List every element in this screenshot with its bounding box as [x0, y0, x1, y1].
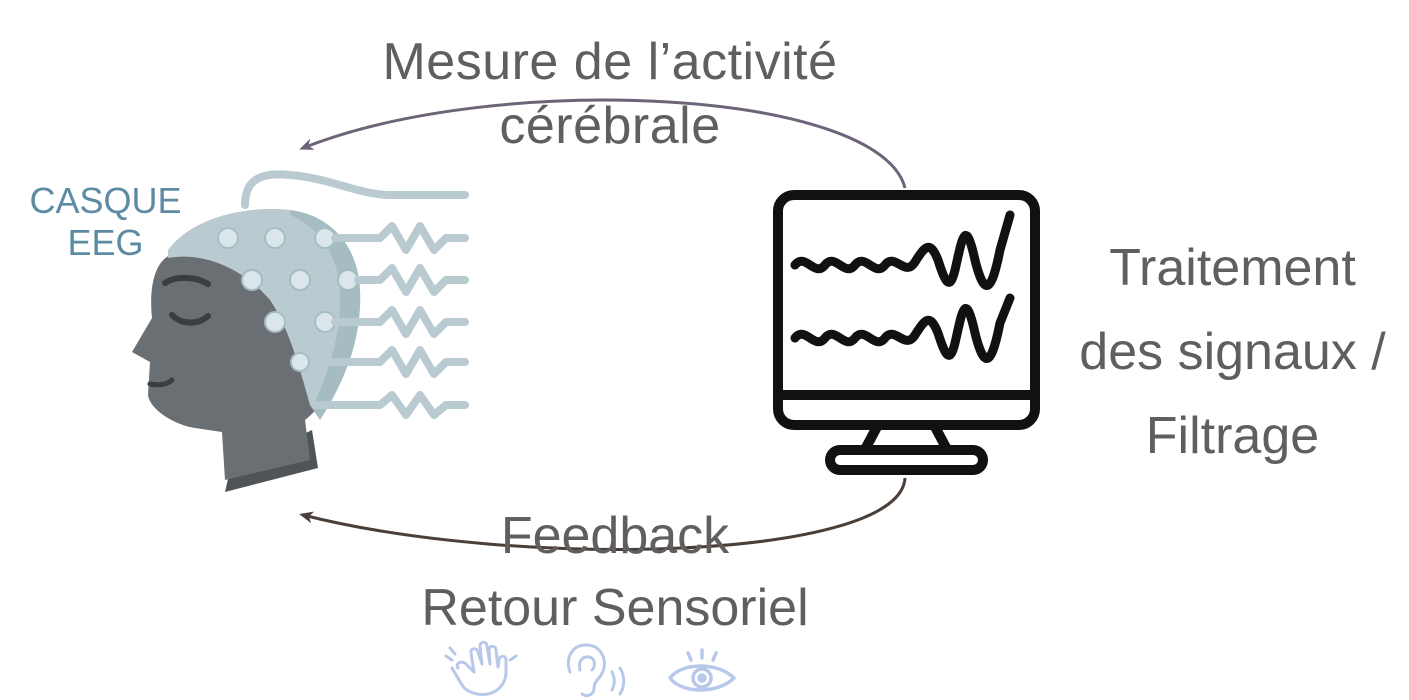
headset-label-line1: CASQUE	[29, 180, 182, 221]
head-with-eeg-cap-icon	[132, 170, 469, 492]
feedback-arrow	[299, 477, 907, 551]
feedback-label: Feedback Retour Sensoriel	[380, 500, 850, 644]
hand-icon	[444, 640, 518, 696]
feedback-label-line1: Feedback	[500, 507, 730, 565]
processing-label-line2: des signaux /	[1079, 323, 1386, 381]
feedback-label-line2: Retour Sensoriel	[421, 579, 809, 637]
processing-label: Traitement des signaux / Filtrage	[1060, 226, 1405, 478]
headset-label: CASQUE EEG	[18, 180, 193, 264]
eye-icon	[668, 648, 736, 692]
processing-label-line3: Filtrage	[1145, 407, 1320, 465]
processing-label-line1: Traitement	[1109, 239, 1356, 297]
measure-arrow	[299, 98, 907, 189]
ear-icon	[566, 643, 626, 698]
headset-label-line2: EEG	[67, 222, 144, 263]
monitor-with-signals-icon	[773, 190, 1040, 475]
measure-label: Mesure de l’activité cérébrale	[330, 30, 890, 158]
measure-label-line1: Mesure de l’activité	[382, 33, 838, 91]
measure-label-line2: cérébrale	[499, 97, 721, 155]
